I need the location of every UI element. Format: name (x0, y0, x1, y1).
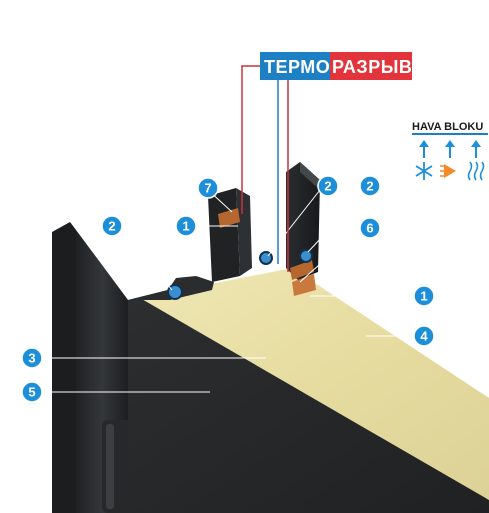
callout-label: 7 (204, 181, 211, 196)
arrow-up-icon (471, 140, 481, 158)
seal (300, 250, 312, 262)
air-block-legend: HAVA BLOKU (412, 121, 488, 180)
thermal-break-banner: ТЕРМО РАЗРЫВ (260, 52, 412, 80)
callout-c-1b: 1 (414, 286, 434, 306)
callout-c-2b: 2 (318, 176, 338, 196)
callout-c-1a: 1 (176, 216, 196, 236)
callout-label: 1 (420, 289, 427, 304)
callout-c-7: 7 (198, 178, 218, 198)
callout-label: 5 (28, 385, 35, 400)
heat-source-icon (440, 164, 456, 178)
callout-label: 6 (366, 221, 373, 236)
banner-part1: ТЕРМО (264, 57, 330, 77)
snowflake-icon (416, 162, 432, 180)
callout-label: 2 (324, 179, 331, 194)
door-frame (52, 222, 134, 513)
callout-c-4: 4 (414, 326, 434, 346)
arrow-up-icon (445, 140, 455, 158)
callout-c-6: 6 (360, 218, 380, 238)
callout-label: 2 (108, 219, 115, 234)
callout-c-5: 5 (22, 382, 42, 402)
legend-title: HAVA BLOKU (412, 121, 483, 133)
callout-label: 1 (182, 219, 189, 234)
callout-c-3: 3 (22, 348, 42, 368)
callout-c-2a: 2 (102, 216, 122, 236)
banner-part2: РАЗРЫВ (332, 57, 412, 77)
callout-label: 2 (366, 179, 373, 194)
callout-c-2c: 2 (360, 176, 380, 196)
heat-waves-icon (469, 162, 484, 180)
callout-label: 3 (28, 351, 35, 366)
callout-label: 4 (420, 329, 428, 344)
arrow-up-icon (419, 140, 429, 158)
